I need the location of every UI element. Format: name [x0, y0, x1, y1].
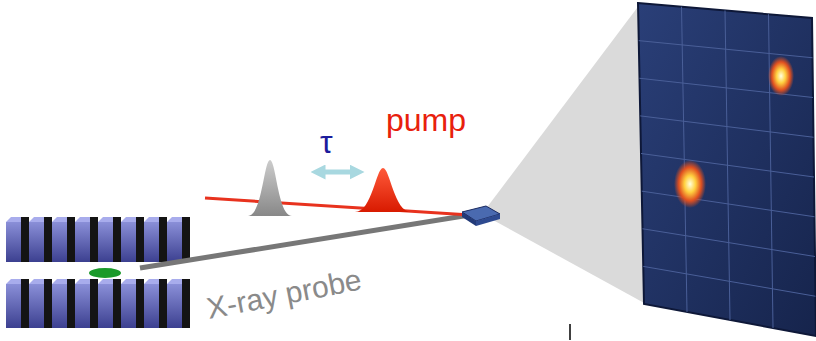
magnet-spacer [182, 217, 190, 262]
magnet-block [121, 284, 136, 328]
magnet-block [167, 222, 182, 262]
magnet-spacer [90, 217, 98, 262]
magnet-spacer [44, 279, 52, 328]
probe-label: X-ray probe [204, 265, 364, 324]
pump-beam [205, 198, 486, 216]
xray-pulse [248, 160, 292, 216]
magnet-block [29, 222, 44, 262]
magnet-block [98, 284, 113, 328]
magnet-spacer [136, 279, 144, 328]
magnet-block [52, 284, 67, 328]
magnet-spacer [21, 217, 29, 262]
magnet-spacer [67, 279, 75, 328]
magnet-spacer [136, 217, 144, 262]
magnet-block [29, 284, 44, 328]
delay-arrow [318, 170, 357, 175]
delay-symbol: τ [320, 126, 333, 158]
magnet-block [6, 284, 21, 328]
magnet-spacer [44, 217, 52, 262]
area-detector [638, 3, 816, 336]
magnet-block [6, 222, 21, 262]
electron-bunch [89, 268, 121, 278]
magnet-spacer [159, 217, 167, 262]
tick-mark [569, 324, 571, 340]
magnet-block [52, 222, 67, 262]
magnet-spacer [182, 279, 190, 328]
magnet-block [98, 222, 113, 262]
pump-label: pump [386, 104, 466, 136]
magnet-spacer [113, 217, 121, 262]
sample-crystal [462, 206, 500, 226]
xray-beam [140, 214, 476, 268]
magnet-block [167, 284, 182, 328]
magnet-block [144, 284, 159, 328]
magnet-block [75, 222, 90, 262]
magnet-spacer [113, 279, 121, 328]
magnet-spacer [159, 279, 167, 328]
pump-pulse [355, 168, 411, 212]
magnet-block [144, 222, 159, 262]
projection-cone [482, 4, 646, 304]
undulator [6, 217, 190, 328]
magnet-spacer [67, 217, 75, 262]
magnet-block [75, 284, 90, 328]
magnet-spacer [90, 279, 98, 328]
magnet-block [121, 222, 136, 262]
magnet-spacer [21, 279, 29, 328]
